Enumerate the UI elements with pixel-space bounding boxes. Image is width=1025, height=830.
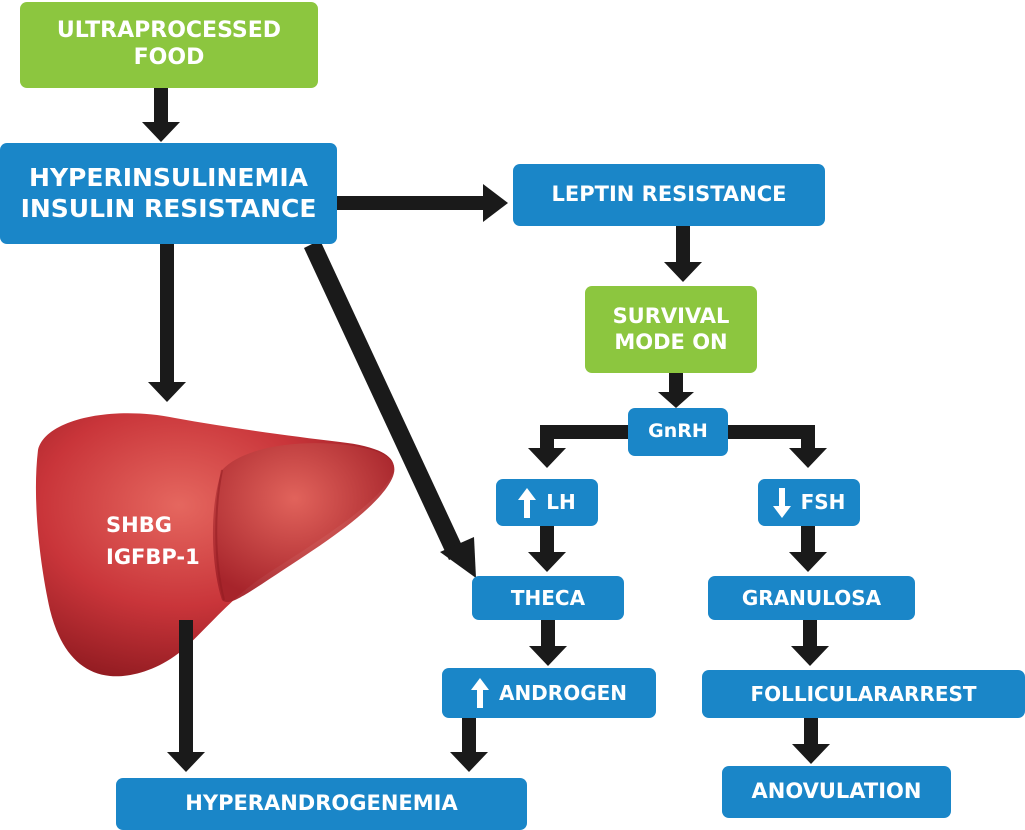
arrow-hyperinsulinemia-to-liver (148, 244, 186, 402)
up-arrow-icon (518, 487, 537, 518)
node-ultraprocessed-food-label: ULTRAPROCESSED FOOD (56, 18, 282, 70)
arrow-food-to-hyperinsulinemia (142, 88, 180, 142)
arrow-follicular-to-anovulation (792, 718, 830, 764)
node-androgen: ANDROGEN (442, 668, 656, 718)
arrow-theca-to-androgen (529, 620, 567, 666)
arrow-liver-to-hyperandrogenemia (167, 620, 205, 772)
igfbp1-label: IGFBP-1 (106, 544, 200, 569)
node-follicular-arrest: FOLLICULARARREST (702, 670, 1025, 718)
node-ultraprocessed-food: ULTRAPROCESSED FOOD (20, 2, 318, 88)
node-lh-label: LH (546, 490, 576, 515)
up-arrow-icon (470, 678, 489, 708)
node-leptin-resistance-label: LEPTIN RESISTANCE (551, 182, 787, 207)
node-lh: LH (496, 479, 598, 526)
arrow-hyperinsulinemia-to-theca (304, 240, 476, 578)
node-hyperinsulinemia: HYPERINSULINEMIA INSULIN RESISTANCE (0, 143, 337, 244)
arrow-granulosa-to-follicular (791, 620, 829, 666)
node-hyperandrogenemia-label: HYPERANDROGENEMIA (185, 791, 458, 816)
arrow-leptin-to-survival (664, 226, 702, 282)
liver-labels: SHBG IGFBP-1 (106, 510, 200, 573)
node-granulosa-label: GRANULOSA (741, 585, 882, 610)
node-anovulation: ANOVULATION (722, 766, 951, 818)
liver-illustration (35, 413, 395, 677)
node-survival-mode: SURVIVAL MODE ON (585, 286, 757, 373)
node-hyperandrogenemia: HYPERANDROGENEMIA (116, 778, 527, 830)
node-fsh-label: FSH (800, 490, 846, 515)
arrow-survival-to-gnrh (658, 373, 694, 408)
node-gnrh: GnRH (628, 408, 728, 456)
node-theca: THECA (472, 576, 624, 620)
arrow-gnrh-to-fsh (728, 425, 827, 468)
node-androgen-label: ANDROGEN (498, 680, 628, 705)
node-fsh: FSH (758, 479, 860, 526)
down-arrow-icon (772, 487, 791, 518)
arrow-hyperinsulinemia-to-leptin (337, 184, 508, 222)
node-anovulation-label: ANOVULATION (751, 779, 922, 804)
node-theca-label: THECA (510, 585, 586, 610)
node-gnrh-label: GnRH (648, 420, 708, 443)
arrow-androgen-to-hyperandrogenemia (450, 718, 488, 772)
node-follicular-arrest-label: FOLLICULARARREST (750, 681, 977, 706)
arrow-lh-to-theca (528, 526, 566, 572)
node-survival-mode-label: SURVIVAL MODE ON (612, 303, 730, 354)
node-hyperinsulinemia-label: HYPERINSULINEMIA INSULIN RESISTANCE (20, 163, 317, 223)
node-granulosa: GRANULOSA (708, 576, 915, 620)
arrow-gnrh-to-lh (528, 425, 628, 468)
arrow-fsh-to-granulosa (789, 526, 827, 572)
node-leptin-resistance: LEPTIN RESISTANCE (513, 164, 825, 226)
shbg-label: SHBG (106, 513, 172, 537)
